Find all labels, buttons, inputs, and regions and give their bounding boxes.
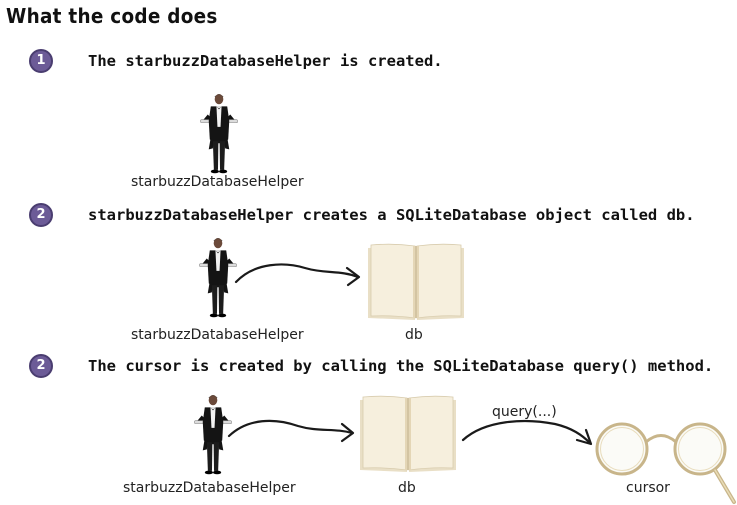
query-label: query(...) bbox=[492, 404, 557, 420]
helper-label-3: starbuzzDatabaseHelper bbox=[123, 480, 296, 496]
db-label-2: db bbox=[398, 480, 416, 496]
cursor-label: cursor bbox=[626, 480, 670, 496]
